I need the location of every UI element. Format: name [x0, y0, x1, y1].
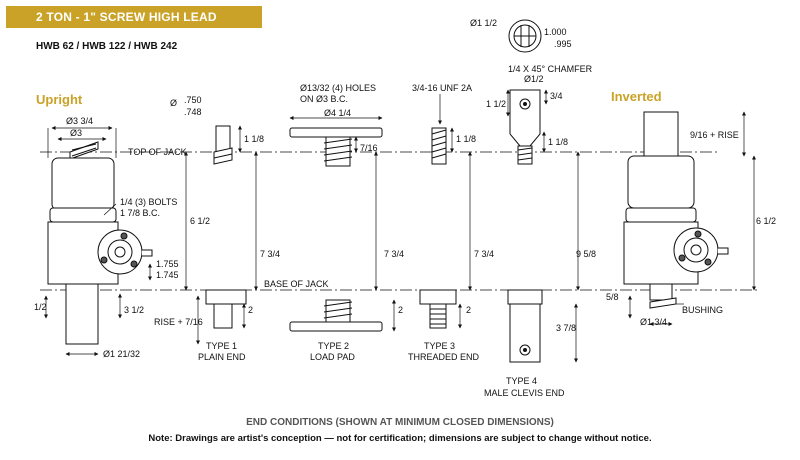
dim-1-12: 1 1/2 — [486, 99, 506, 109]
disclaimer-note: Note: Drawings are artist's conception —… — [148, 433, 652, 444]
rise-7-16: RISE + 7/16 — [154, 317, 203, 327]
dim-d-748: .748 — [184, 107, 202, 117]
dim-d-750: .750 — [184, 95, 202, 105]
type2-load-pad — [289, 127, 383, 332]
type1-name: PLAIN END — [198, 352, 246, 362]
dim-d-995: .995 — [554, 39, 572, 49]
dim-d-prefix: Ø — [170, 98, 177, 108]
dim-2-c: 2 — [466, 305, 471, 315]
base-of-jack-label: BASE OF JACK — [264, 279, 329, 289]
dim-9-58: 9 5/8 — [576, 249, 596, 259]
dim-1-18-b: 1 1/8 — [456, 134, 476, 144]
inverted-jack — [623, 111, 729, 309]
dim-3-78: 3 7/8 — [556, 323, 576, 333]
dim-d-12: Ø1/2 — [524, 74, 544, 84]
dim-d-1000: 1.000 — [544, 27, 567, 37]
dim-5-8: 5/8 — [606, 292, 619, 302]
type3-threaded-end — [419, 127, 457, 329]
type1-plain-end — [205, 125, 247, 329]
end-conditions-caption: END CONDITIONS (SHOWN AT MINIMUM CLOSED … — [246, 417, 554, 428]
dim-2-a: 2 — [248, 305, 253, 315]
upright-jack — [47, 141, 153, 345]
dim-d-4-14: Ø4 1/4 — [324, 108, 351, 118]
dim-3-12: 3 1/2 — [124, 305, 144, 315]
dim-d-1-12: Ø1 1/2 — [470, 18, 497, 28]
dim-d-1-2132: Ø1 21/32 — [103, 349, 140, 359]
dim-7-34-c: 7 3/4 — [474, 249, 494, 259]
dim-1755: 1.755 — [156, 259, 179, 269]
type2-name: LOAD PAD — [310, 352, 355, 362]
chamfer-label: 1/4 X 45° CHAMFER — [508, 64, 593, 74]
type3-label: TYPE 3 — [424, 341, 455, 351]
bolts-label-1: 1/4 (3) BOLTS — [120, 197, 177, 207]
holes-label-2: ON Ø3 B.C. — [300, 94, 348, 104]
type4-name: MALE CLEVIS END — [484, 388, 565, 398]
holes-label-1: Ø13/32 (4) HOLES — [300, 83, 376, 93]
dim-7-34-b: 7 3/4 — [384, 249, 404, 259]
title-banner: 2 TON - 1" SCREW HIGH LEAD — [6, 6, 262, 28]
dim-d-3-34: Ø3 3/4 — [66, 116, 93, 126]
dim-1-18-c: 1 1/8 — [548, 137, 568, 147]
model-numbers: HWB 62 / HWB 122 / HWB 242 — [36, 41, 178, 52]
dim-7-34-a: 7 3/4 — [260, 249, 280, 259]
upright-label: Upright — [36, 92, 83, 107]
top-of-jack-label: TOP OF JACK — [128, 147, 187, 157]
dim-d-3: Ø3 — [70, 128, 82, 138]
dim-7-16: 7/16 — [360, 143, 378, 153]
inverted-label: Inverted — [611, 89, 662, 104]
type3-name: THREADED END — [408, 352, 480, 362]
dim-9-16-rise: 9/16 + RISE — [690, 130, 739, 140]
upright-dimensions — [43, 125, 201, 357]
bolts-label-2: 1 7/8 B.C. — [120, 208, 160, 218]
unf-label: 3/4-16 UNF 2A — [412, 83, 472, 93]
dim-2-b: 2 — [398, 305, 403, 315]
bushing-label: BUSHING — [682, 305, 723, 315]
dim-6-12-right: 6 1/2 — [756, 216, 776, 226]
dim-6-12-left: 6 1/2 — [190, 216, 210, 226]
type4-male-clevis-end — [507, 89, 543, 363]
type2-label: TYPE 2 — [318, 341, 349, 351]
dim-1745: 1.745 — [156, 270, 179, 280]
type1-label: TYPE 1 — [206, 341, 237, 351]
page-title: 2 TON - 1" SCREW HIGH LEAD — [36, 10, 217, 24]
dim-1-18-a: 1 1/8 — [244, 134, 264, 144]
type4-label: TYPE 4 — [506, 376, 537, 386]
dim-h-1-2: 1/2 — [34, 302, 47, 312]
dim-3-4: 3/4 — [550, 91, 563, 101]
dim-d-1-34: Ø1 3/4 — [640, 317, 667, 327]
clevis-end-view — [508, 19, 542, 53]
reference-lines — [40, 151, 760, 291]
